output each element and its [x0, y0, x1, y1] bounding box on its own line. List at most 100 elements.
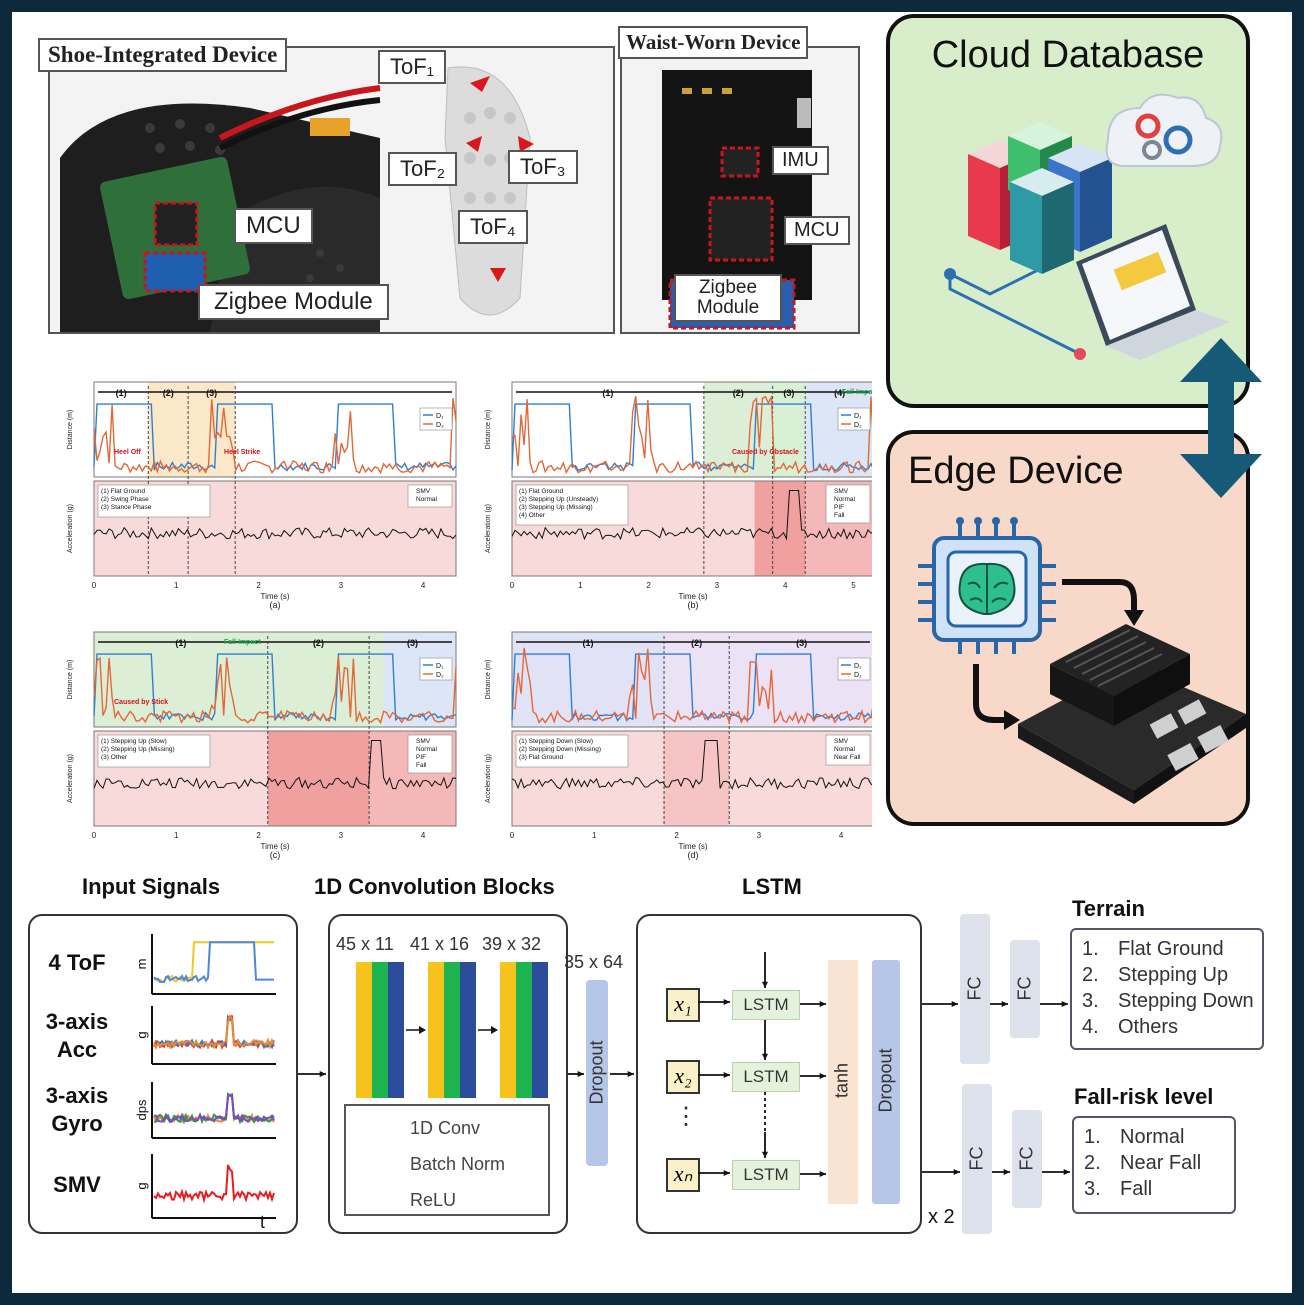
plot-a-xtick-4: 4 [421, 581, 426, 590]
arrow-x1-to-lstm-head [723, 998, 730, 1006]
plot-b-xtick-1: 1 [578, 581, 583, 590]
waist-device-panel [620, 46, 860, 334]
tof1-label: ToF₁ [378, 50, 447, 84]
input-sparkline-1-trace-2 [153, 1014, 275, 1051]
arrow-input-to-conv-head [319, 1070, 326, 1078]
plot-c-acceleration-line [93, 740, 457, 790]
plot-c-legend-top-label-1: D₂ [436, 672, 444, 679]
plot-b-annotation-0: Caused by Obstacle [732, 449, 799, 456]
input-label-gyro-1: 3-axis [45, 1083, 109, 1108]
plot-b-note-1: (2) Stepping Up (Unsteady) [519, 496, 598, 503]
conv-block-2-layer-1 [516, 962, 532, 1098]
plot-b-legend-bottom-label-3: Fall [834, 512, 845, 519]
plot-d-top-band-1 [664, 632, 872, 727]
plot-b-seg-label-3: (4) [834, 388, 845, 398]
input-label-smv: SMV [36, 1172, 118, 1198]
arrow-fc-to-terrain-head [1061, 1000, 1068, 1008]
input-sparkline-3-unit: g [134, 1182, 149, 1189]
arrow-dropout-to-lstm-head [627, 1070, 634, 1078]
fc-terrain-1-label: FC [964, 976, 985, 1001]
plot-b-xtick-2: 2 [646, 581, 651, 590]
plot-d-seg-label-0: (1) [583, 638, 594, 648]
plot-d-distance-d2-line [511, 647, 872, 725]
fc-terrain-2 [1010, 940, 1040, 1038]
conv-block-0 [356, 962, 426, 1098]
pipeline-arrows [298, 952, 1070, 1178]
conv-block-1-layer-2 [460, 962, 476, 1098]
lstm-input-dots: ⋮ [674, 1103, 698, 1130]
input-label-acc-1: 3-axis [45, 1009, 109, 1034]
plot-d-note-2: (3) Flat Ground [519, 754, 563, 761]
input-sparkline-1-unit: g [134, 1031, 149, 1038]
conv-block-2-layer-2 [532, 962, 548, 1098]
terrain-title: Terrain [1072, 896, 1145, 921]
plot-b-notes-box [515, 484, 629, 526]
input-signals-box [28, 914, 298, 1234]
input-sparkline-1: g [134, 1006, 276, 1065]
arrow-conv-to-dropout-head [577, 1070, 584, 1078]
risk-title: Fall-risk level [1074, 1084, 1214, 1109]
conv-block-0-layer-0 [356, 962, 372, 1098]
plot-a-top-band-0 [148, 382, 236, 477]
plot-a-distance-d2-line [93, 397, 457, 475]
plot-a-note-0: (1) Flat Ground [101, 488, 145, 495]
waist-mcu-label: MCU [784, 216, 850, 245]
plot-a-annotation-0: Heel Off [114, 449, 142, 456]
plot-a-caption: (a) [270, 600, 281, 610]
tof3-label: ToF₃ [508, 150, 578, 184]
arrow-fc-to-risk-head [1063, 1168, 1070, 1176]
lstm-cell-1: LSTM [732, 990, 800, 1020]
risk-item-1: 1.Normal [1084, 1126, 1185, 1148]
plot-b-bottom-band-1 [754, 481, 806, 576]
conv-block-1 [428, 962, 498, 1098]
plot-a-legend-bottom-box [407, 484, 453, 508]
conv-legend-conv-label: 1D Conv [410, 1118, 481, 1138]
input-sparkline-2-trace-2 [153, 1093, 275, 1125]
cloud-database-title: Cloud Database [931, 34, 1205, 76]
input-label-acc-2: Acc [56, 1037, 98, 1062]
tanh-block [828, 960, 858, 1204]
plot-b-note-3: (4) Other [519, 512, 546, 519]
input-label-gyro-2: Gyro [51, 1111, 103, 1136]
figure-canvas: Shoe-Integrated Device ToF₁ ToF₂ ToF₃ To… [12, 12, 1292, 1293]
plot-b-bottom-frame [511, 480, 872, 577]
arrow-fc-risk-head [1003, 1168, 1010, 1176]
conv-stack-diagram [356, 962, 548, 1210]
plot-d-xtick-0: 0 [510, 831, 515, 840]
lstm-title: LSTM [742, 874, 802, 899]
plot-b-legend-bottom-label-1: Normal [834, 496, 856, 503]
input-label-tof-1: 4 ToF [48, 950, 106, 975]
shoe-device-title: Shoe-Integrated Device [38, 38, 288, 72]
arrow-lstm1-to-tanh-head [819, 1000, 826, 1008]
conv-block-1-layer-1 [444, 962, 460, 1098]
plot-b-annotation-1: Fall Impact [842, 389, 872, 396]
waist-device-title: Waist-Worn Device [618, 26, 809, 59]
arrow-lstm-to-fc-terrain-head [951, 1000, 958, 1008]
plot-d-legend-bottom-label-1: Normal [834, 746, 856, 753]
input-label-gyro: 3-axis Gyro [36, 1082, 118, 1138]
arrow-lstm1-to-lstm2-head [761, 1053, 769, 1060]
shoe-mcu-label: MCU [234, 208, 313, 244]
plot-a-annotation-1: Heel Strike [224, 449, 260, 456]
plot-d-caption: (d) [688, 850, 699, 860]
server-rack-teal-icon [1010, 168, 1074, 274]
risk-item-2: 2.Near Fall [1084, 1152, 1202, 1174]
plot-d-legend-bottom-label-2: Near Fall [834, 754, 861, 761]
input-label-tof: 4 ToF [36, 950, 118, 976]
plot-c-legend-bottom-box [407, 734, 453, 774]
plot-b-ylabel-top: Distance (m) [485, 410, 492, 450]
lstm-input-xn: xₙ [666, 1158, 700, 1192]
risk-item-3: 3.Fall [1084, 1178, 1153, 1200]
plot-d-bottom-band-1 [664, 731, 730, 826]
input-time-axis-label: t [260, 1212, 266, 1232]
ai-chip-icon [918, 517, 1056, 654]
plot-a-seg-label-2: (3) [206, 388, 217, 398]
plot-b-legend-bottom-label-0: SMV [834, 488, 849, 495]
cloud-database-box: Cloud Database [886, 14, 1250, 408]
